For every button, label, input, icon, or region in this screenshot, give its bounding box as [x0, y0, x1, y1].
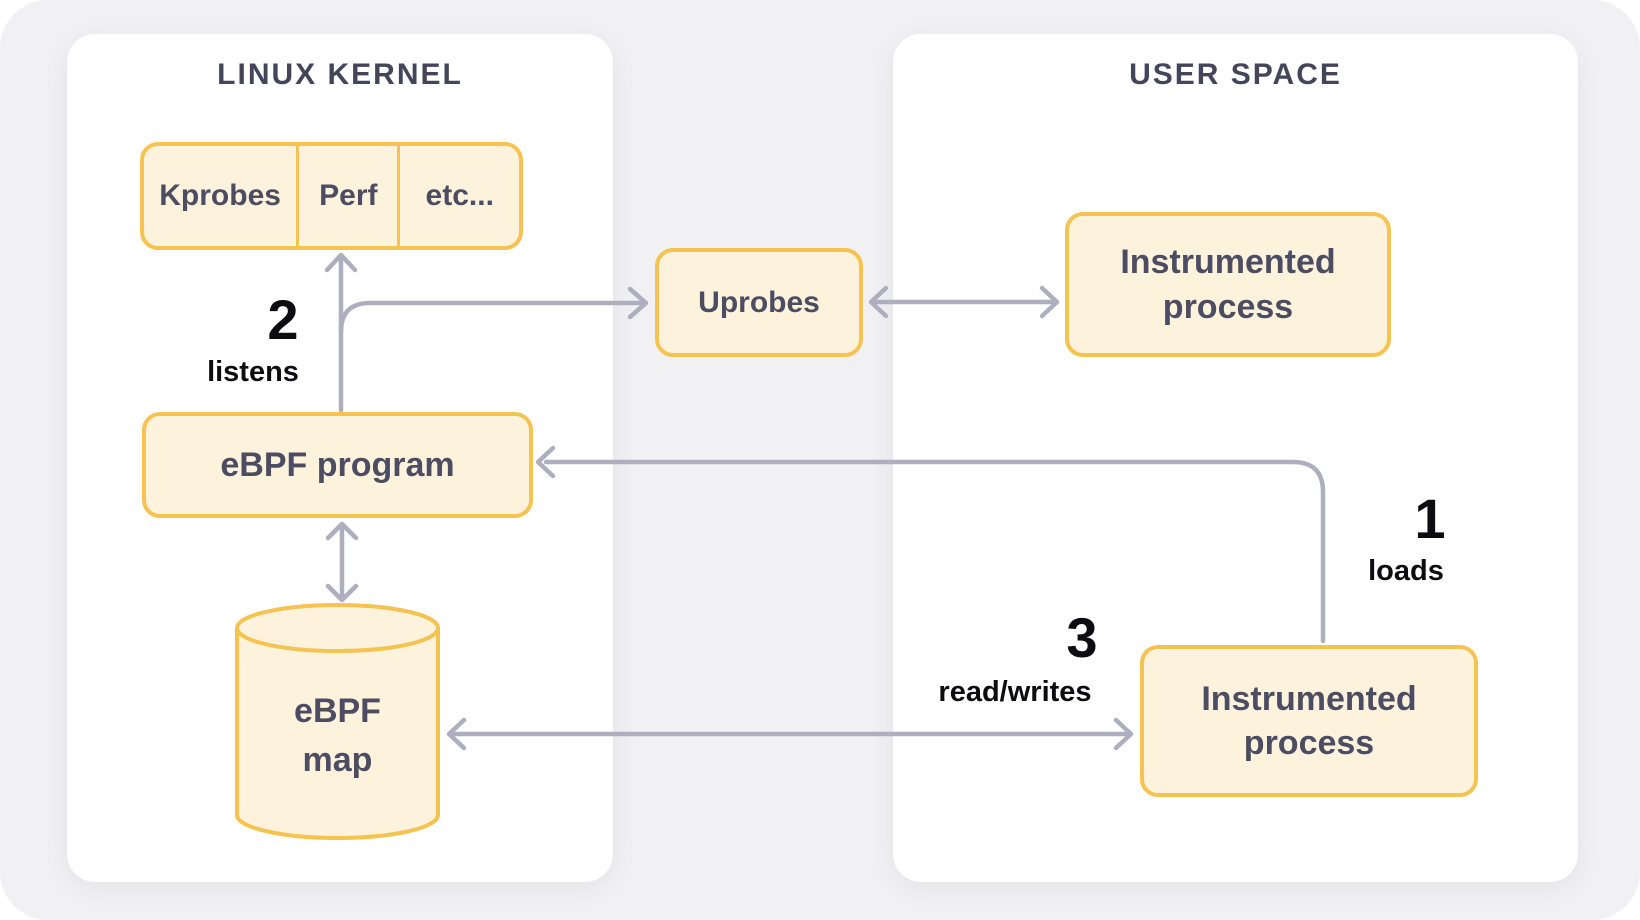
ebpf-program-box: eBPF program [142, 412, 533, 518]
step-3-label: read/writes [938, 676, 1092, 708]
kprobes-cell: Kprobes [159, 179, 281, 212]
step-1-number: 1 [1414, 487, 1446, 550]
etc-cell: etc... [425, 179, 494, 212]
ebpf-map-line2: map [302, 741, 373, 780]
ebpf-map-label: eBPF map [237, 687, 438, 786]
uprobes-box: Uprobes [655, 248, 863, 357]
step-2-label: listens [207, 356, 299, 388]
probes-box: Kprobes Perf etc... [140, 142, 523, 250]
perf-cell: Perf [296, 146, 401, 246]
instrumented-process-bottom-box: Instrumented process [1140, 645, 1478, 797]
step-3-number: 3 [1066, 606, 1098, 669]
user-space-title: USER SPACE [1129, 58, 1342, 91]
step-1-label: loads [1368, 555, 1444, 587]
ebpf-map-line1: eBPF [294, 692, 381, 730]
arrow-to-uprobes-head-icon [627, 286, 649, 320]
instrumented-process-top-box: Instrumented process [1065, 212, 1391, 357]
step-2-number: 2 [267, 288, 299, 351]
linux-kernel-title: LINUX KERNEL [217, 58, 463, 91]
uprobes-process-left-head-icon [868, 285, 889, 319]
